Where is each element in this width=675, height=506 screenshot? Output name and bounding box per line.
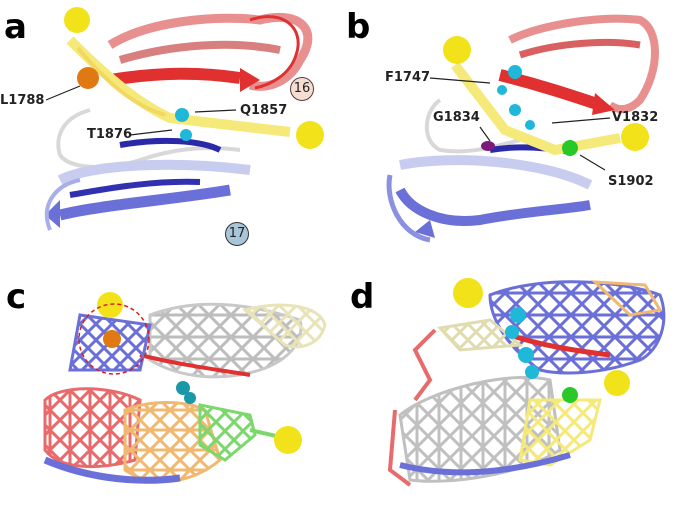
residue-label-v1832: V1832 (612, 110, 659, 125)
panel-d: d (340, 260, 675, 506)
protein-ribbon-b (386, 14, 659, 243)
panel-b: b F1747 G1834 V1832 S1902 (340, 0, 675, 260)
panel-letter-d: d (350, 277, 375, 317)
residue-label-s1902: S1902 (608, 174, 654, 189)
residue-label-f1747: F1747 (385, 70, 431, 85)
panel-letter-c: c (6, 277, 27, 317)
panel-a: a L1788 Q1857 T1876 16 17 (0, 0, 338, 260)
panel-letter-b: b (346, 7, 371, 47)
protein-ribbon-a (44, 7, 324, 231)
domain-badge-16: 16 (290, 77, 314, 101)
residue-label-g1834: G1834 (433, 110, 480, 125)
panel-letter-a: a (4, 7, 27, 47)
protein-network-d (387, 278, 666, 487)
domain-badge-17: 17 (225, 222, 249, 246)
residue-label-t1876: T1876 (87, 127, 133, 142)
protein-network-c (43, 292, 327, 484)
panel-c: c (0, 260, 338, 506)
residue-label-l1788: L1788 (0, 93, 45, 108)
residue-label-q1857: Q1857 (240, 103, 288, 118)
